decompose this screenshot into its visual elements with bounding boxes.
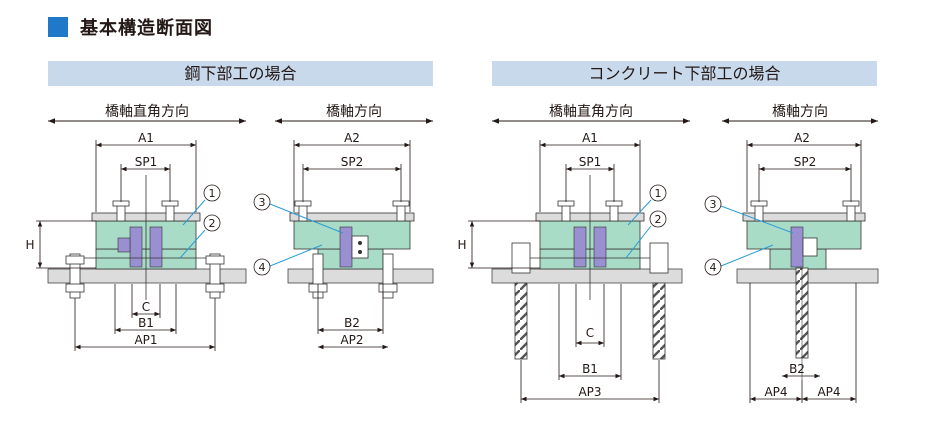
dim-label-h: H [25,238,34,252]
dim-label-ap3: AP3 [578,385,601,399]
callout-2: 2 [209,217,216,230]
section-header-concrete: コンクリート下部工の場合 [492,61,877,86]
dim-label-c: C [586,326,594,340]
dir-label-transverse-steel: 橋軸直角方向 [105,103,189,120]
dim-label-ap4-left: AP4 [764,385,787,399]
page-title: 基本構造断面図 [80,18,213,39]
dir-label-longitudinal-steel: 橋軸方向 [326,104,382,120]
panel-steel-longitudinal: A2 SP2 B2 AP2 3 4 [253,131,434,350]
dim-label-sp2: SP2 [794,155,817,169]
dim-label-b2: B2 [344,316,360,330]
dim-label-b2: B2 [789,362,805,376]
dir-label-longitudinal-concrete: 橋軸方向 [772,104,828,120]
callout-4: 4 [259,261,266,274]
dim-label-sp2: SP2 [341,155,364,169]
dim-label-ap4-right: AP4 [817,385,840,399]
callout-3: 3 [710,198,717,211]
callout-4: 4 [710,261,717,274]
dim-label-ap1: AP1 [134,333,157,347]
dim-label-h: H [457,238,466,252]
callout-3: 3 [259,196,266,209]
callout-2: 2 [655,213,662,226]
dim-label-sp1: SP1 [579,155,602,169]
dim-label-a2: A2 [794,131,810,145]
dir-label-transverse-concrete: 橋軸直角方向 [549,103,633,120]
dim-label-ap2: AP2 [340,333,363,347]
dim-label-a1: A1 [582,131,598,145]
slide-plate [149,226,163,268]
dim-label-b1: B1 [582,362,598,376]
dim-label-b1: B1 [138,316,154,330]
dim-label-a2: A2 [344,131,360,145]
title-marker [48,17,68,37]
section-header-steel: 鋼下部工の場合 [48,61,433,86]
panel-concrete-transverse: A1 SP1 H C B1 AP3 1 2 [457,131,683,403]
panel-steel-transverse: A1 SP1 H C B1 AP1 1 2 [25,131,247,351]
panel-concrete-longitudinal: A2 SP2 B2 AP4 AP4 3 4 [704,131,879,403]
slide-plate [129,226,143,268]
callout-1: 1 [209,187,216,200]
callout-1: 1 [655,187,662,200]
dim-label-sp1: SP1 [135,155,158,169]
dim-label-a1: A1 [138,131,154,145]
dim-label-c: C [142,300,150,314]
